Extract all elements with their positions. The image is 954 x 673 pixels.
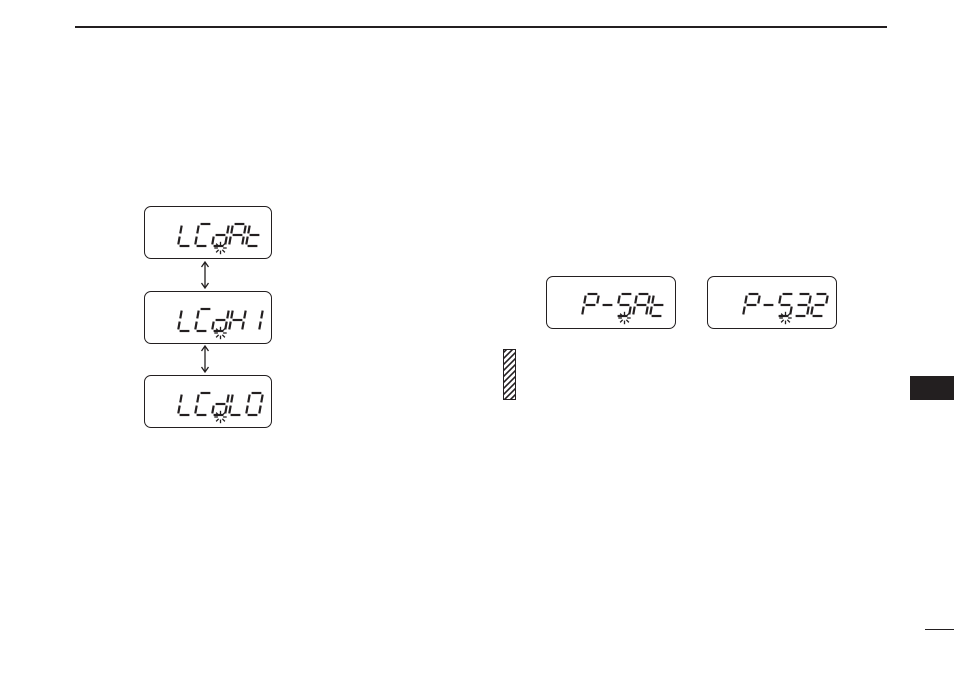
segment-c: [629, 307, 630, 315]
segment-e: [743, 307, 744, 315]
lcd-digit-4: [246, 226, 259, 246]
lcd-display-psat: [546, 276, 676, 329]
segment-e: [246, 406, 247, 414]
segment-b: [648, 296, 649, 304]
lcd-digit-0: [582, 294, 598, 314]
lcd-digit-1: [195, 224, 210, 246]
double-arrow-icon: [199, 345, 211, 373]
segment-e: [195, 237, 196, 245]
segment-e: [212, 322, 213, 330]
segment-c: [242, 322, 243, 330]
segment-e: [178, 237, 179, 245]
segment-f: [197, 395, 198, 403]
lcd-digit-3: [229, 224, 245, 244]
segment-f: [197, 226, 198, 234]
segment-e: [633, 307, 634, 315]
segment-c: [242, 237, 243, 245]
segment-f: [779, 296, 780, 304]
segment-b: [809, 296, 810, 304]
segment-c: [259, 322, 260, 330]
lcd-display-lcdhi: [144, 291, 272, 344]
lcd-segments: [145, 207, 271, 258]
lcd-segments: [547, 277, 675, 328]
lcd-digit-4: [650, 296, 663, 316]
segment-e: [212, 237, 213, 245]
note-hatch-icon: [503, 349, 516, 400]
segment-c: [225, 237, 226, 245]
segment-e: [811, 307, 812, 315]
segment-e: [212, 406, 213, 414]
lcd-digit-3: [796, 294, 811, 316]
segment-b: [826, 296, 827, 304]
segment-b: [227, 311, 228, 319]
segment-b: [758, 296, 759, 304]
segment-e: [195, 406, 196, 414]
lcd-digit-0: [178, 226, 189, 246]
segment-f: [584, 296, 585, 304]
blink-indicator-icon: [618, 312, 630, 324]
segment-c: [646, 307, 647, 315]
segment-e: [178, 406, 179, 414]
segment-c: [790, 307, 791, 315]
segment-f: [248, 226, 249, 234]
section-tab: [910, 376, 954, 400]
top-rule: [75, 26, 887, 28]
blink-indicator-icon: [214, 242, 226, 254]
page-number-rule: [925, 629, 954, 630]
segment-f: [180, 395, 181, 403]
segment-b: [227, 395, 228, 403]
segment-b: [261, 311, 262, 319]
segment-f: [652, 296, 653, 304]
lcd-digit-3: [229, 395, 240, 415]
segment-c: [225, 406, 226, 414]
segment-c: [225, 322, 226, 330]
segment-c: [807, 307, 808, 315]
lcd-digit-3: [229, 311, 245, 330]
segment-e: [229, 406, 230, 414]
segment-e: [178, 322, 179, 330]
lcd-digit-4: [811, 294, 827, 316]
lcd-segments: [708, 277, 836, 328]
blink-indicator-icon: [214, 327, 226, 339]
segment-f: [231, 395, 232, 403]
segment-f: [180, 311, 181, 319]
blink-indicator-icon: [214, 411, 226, 423]
segment-b: [261, 395, 262, 403]
segment-b: [244, 226, 245, 234]
lcd-segments: [145, 376, 271, 427]
lcd-display-lcdlo: [144, 375, 272, 428]
segment-f: [231, 226, 232, 234]
segment-f: [197, 311, 198, 319]
segment-f: [618, 296, 619, 304]
lcd-digit-0: [178, 311, 189, 331]
lcd-digit-3: [633, 294, 649, 314]
segment-e: [195, 322, 196, 330]
lcd-digit-1: [195, 309, 210, 331]
segment-e: [582, 307, 583, 315]
lcd-display-lcdat: [144, 206, 272, 259]
segment-c: [259, 406, 260, 414]
segment-e: [246, 237, 247, 245]
blink-indicator-icon: [779, 312, 791, 324]
lcd-digit-4: [246, 393, 262, 415]
lcd-digit-1: [195, 393, 210, 415]
lcd-segments: [145, 292, 271, 343]
segment-f: [180, 226, 181, 234]
segment-f: [248, 395, 249, 403]
segment-f: [745, 296, 746, 304]
segment-b: [597, 296, 598, 304]
segment-e: [229, 237, 230, 245]
double-arrow-icon: [199, 261, 211, 289]
segment-f: [231, 311, 232, 319]
segment-e: [229, 322, 230, 330]
lcd-digit-4: [259, 311, 262, 330]
segment-b: [227, 226, 228, 234]
lcd-digit-0: [178, 395, 189, 415]
lcd-display-ps32: [707, 276, 837, 329]
segment-f: [635, 296, 636, 304]
segment-e: [650, 307, 651, 315]
segment-b: [244, 311, 245, 319]
lcd-digit-0: [743, 294, 759, 314]
